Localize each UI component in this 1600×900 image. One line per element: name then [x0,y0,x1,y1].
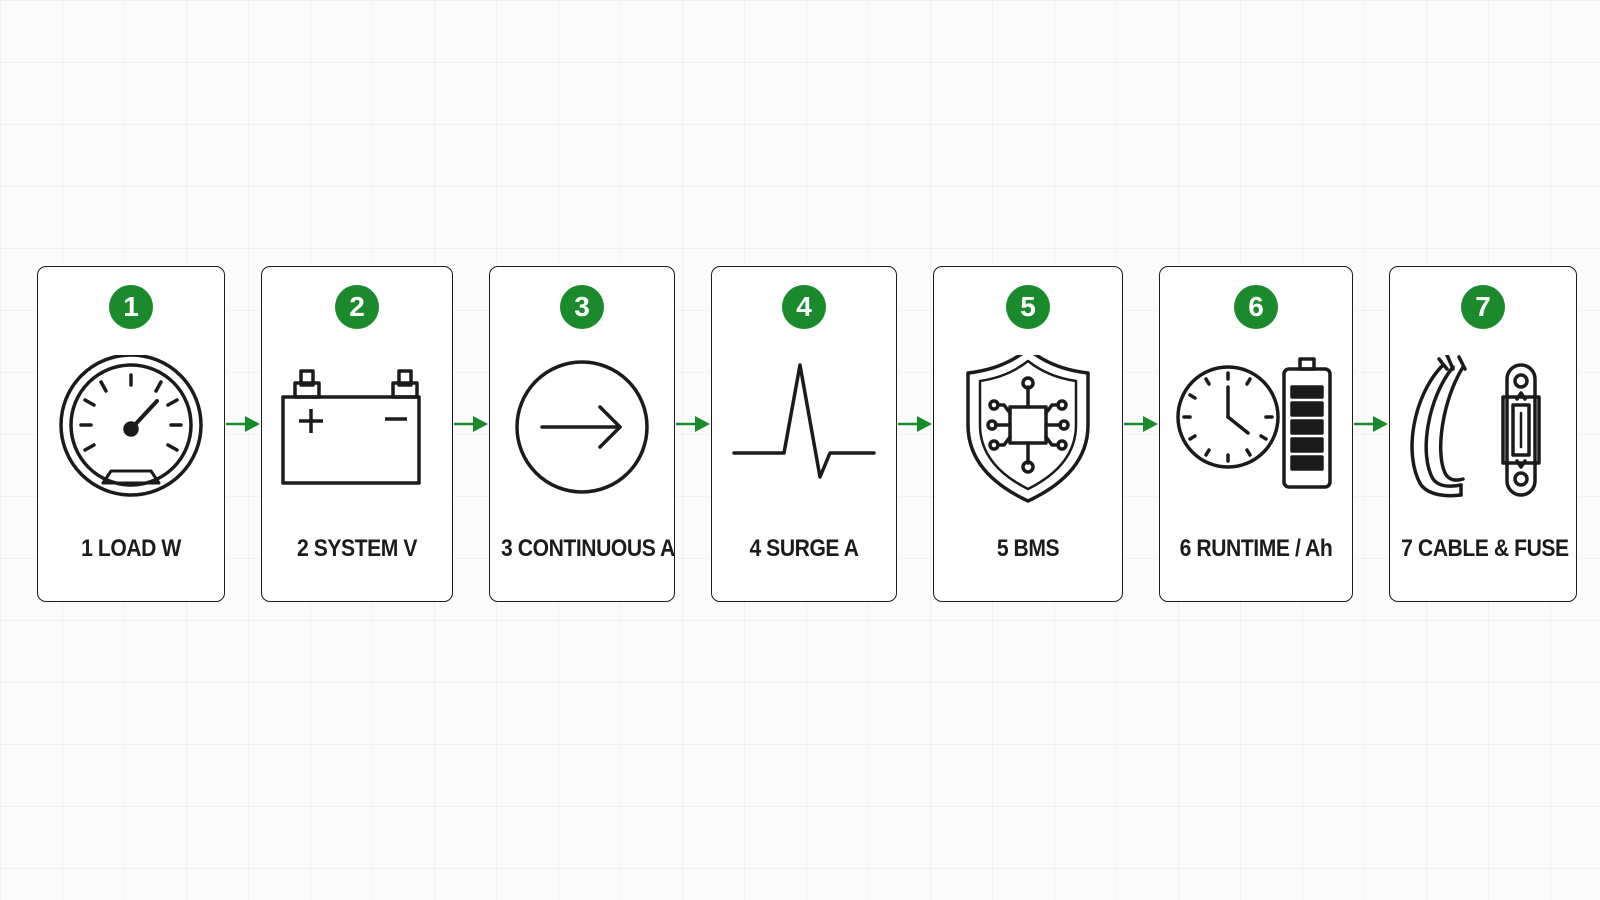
step-label: 3 CONTINUOUS A [501,535,675,562]
clock-battery-icon [1176,355,1336,515]
step-number-badge: 4 [782,285,826,329]
flow-arrow [453,414,489,434]
flow-arrow [225,414,261,434]
step-number-badge: 1 [109,285,153,329]
step-card-continuous: 3 3 CONTINUOUS A [489,266,675,602]
flow-arrow [675,414,711,434]
step-card-cable-fuse: 7 7 CABLE & FUSE [1389,266,1577,602]
cable-fuse-icon [1403,355,1563,515]
step-label: 6 RUNTIME / Ah [1179,535,1333,562]
battery-icon [277,355,437,515]
flow-arrow [1123,414,1159,434]
step-label: 5 BMS [996,535,1060,562]
shield-circuit-icon [948,355,1108,515]
step-label: 2 SYSTEM V [296,535,418,562]
flow-arrow [1353,414,1389,434]
step-card-load: 1 1 LOAD W [37,266,225,602]
step-card-runtime: 6 [1159,266,1353,602]
step-card-system-voltage: 2 2 SYSTEM V [261,266,453,602]
step-number-badge: 2 [335,285,379,329]
step-number-badge: 3 [560,285,604,329]
step-card-bms: 5 5 BMS [933,266,1123,602]
step-label: 7 CABLE & FUSE [1401,535,1569,562]
pulse-icon [724,355,884,515]
step-number-badge: 5 [1006,285,1050,329]
step-label: 4 SURGE A [749,535,859,562]
arrow-circle-icon [502,355,662,515]
flow-arrow [897,414,933,434]
step-number-badge: 6 [1234,285,1278,329]
gauge-icon [51,355,211,515]
step-number-badge: 7 [1461,285,1505,329]
step-label: 1 LOAD W [81,535,181,562]
step-card-surge: 4 4 SURGE A [711,266,897,602]
